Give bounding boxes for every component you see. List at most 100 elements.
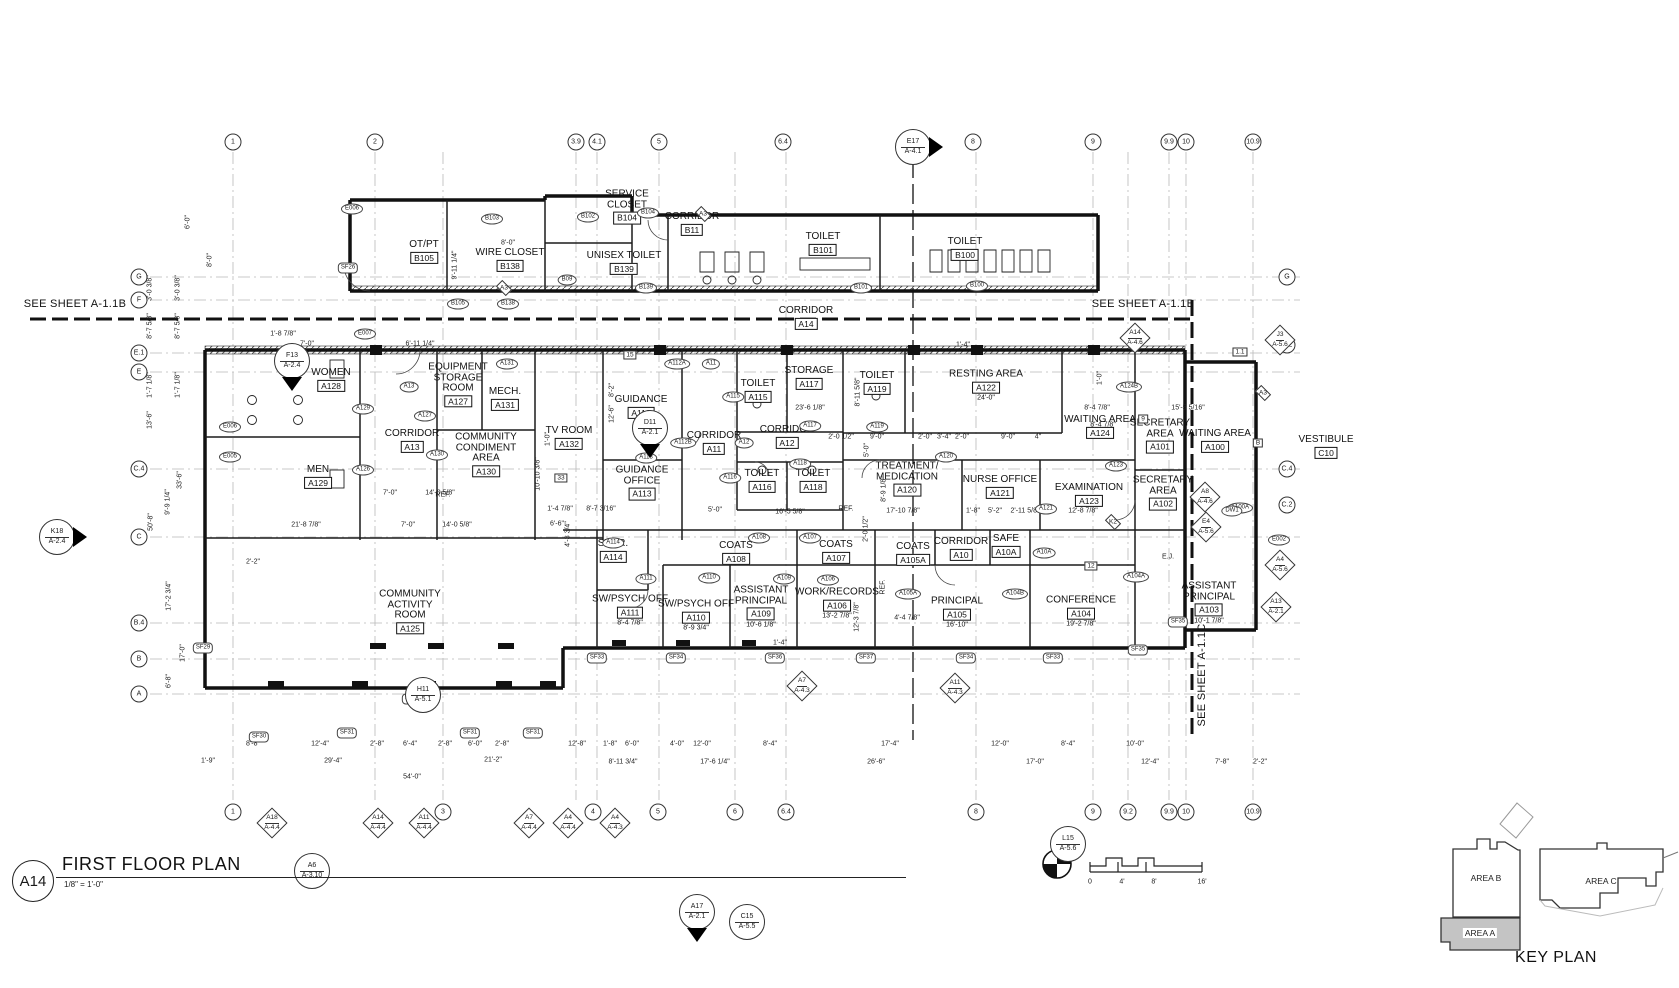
reference-tag-hex: SF33 [1042, 652, 1064, 664]
room-number-tag: A104 [1067, 607, 1095, 620]
room-name: WORK/RECORDS [795, 586, 879, 598]
drawing-title: FIRST FLOOR PLAN [62, 854, 241, 874]
room-dimension: 8'-9 3/4" [683, 624, 709, 632]
room-dimension: 13'-2 7/8" [822, 612, 852, 620]
interior-partitions [205, 200, 1185, 648]
view-direction-arrow-icon [687, 928, 707, 942]
room-number-tag: B101 [809, 243, 837, 257]
room-number-tag: A127 [444, 395, 472, 408]
dimension-label: 4" [1034, 433, 1042, 441]
grid-bubble: B [130, 650, 148, 668]
room-number-tag: B100 [951, 248, 979, 262]
scalebar-tick: 4' [1119, 878, 1125, 886]
room-name: TOILET [805, 230, 841, 242]
room-number-tag: A118 [799, 480, 827, 494]
view-direction-arrow-icon [929, 137, 943, 157]
dimension-label: 5'-0" [708, 506, 722, 514]
marker-top-label: F13 [279, 352, 305, 362]
dimension-label: 17'-4" [881, 740, 899, 748]
reference-tag-hex: SF34 [665, 652, 687, 664]
scalebar-tick: 0 [1088, 878, 1092, 886]
room-name: COATS [819, 538, 853, 550]
room-number-tag: A123 [1075, 494, 1103, 508]
tag-text: A3 [699, 210, 707, 218]
dimension-label: 17'-0" [1026, 758, 1044, 766]
grid-bubble: 9 [1084, 803, 1102, 821]
dimension-label: 3'-0 3/8" [174, 275, 182, 301]
dimension-label: 6'-8" [165, 674, 173, 688]
reference-tag-oval: E006 [218, 421, 242, 433]
room-name: TOILET [859, 369, 895, 381]
dimension-label: 16'-5 5/8" [775, 508, 805, 516]
reference-tag-oval: E007 [353, 328, 377, 340]
grid-bubble: 6.4 [777, 803, 795, 821]
room-number-tag: A109 [747, 607, 775, 621]
marker-bottom-label: A-5.6 [1059, 844, 1077, 852]
room-name: SAFE [992, 532, 1020, 544]
dimension-label: 3'-0 3/8" [146, 275, 154, 301]
reference-tag-hex: SF26 [337, 262, 359, 274]
room-name: SW/PSYCH OFF [657, 598, 735, 610]
grid-bubble: 10 [1177, 133, 1195, 151]
room-number-tag: A101 [1146, 440, 1174, 454]
room-name: CORRIDOR [384, 427, 440, 439]
room-number-tag: B105 [410, 251, 438, 265]
grid-bubble: 9.2 [1119, 803, 1137, 821]
dimension-label: 10'-10 3/8" [534, 457, 542, 491]
marker-bottom-label: A-2.4 [283, 361, 301, 369]
reference-tag-oval: B104 [636, 207, 660, 219]
grid-bubble: 9.9 [1160, 803, 1178, 821]
reference-tag-oval: A106 [816, 574, 840, 586]
door-arcs [343, 219, 1136, 609]
marker-bottom-label: A-5.1 [414, 695, 432, 703]
room-number-tag: A119 [863, 382, 891, 396]
reference-tag-oval: B103 [480, 213, 504, 225]
dimension-label: 1'-7 1/8" [174, 372, 182, 398]
room-number-tag: A116 [748, 480, 776, 494]
reference-tag-oval: A110 [698, 572, 720, 584]
room-name: PRINCIPAL [930, 595, 984, 607]
room-dimension: 10'-1 7/8" [1194, 617, 1224, 625]
room-number-tag: B104 [613, 211, 641, 225]
dimension-label: 54'-0" [403, 773, 421, 781]
grid-bubble: G [1278, 268, 1296, 286]
dimension-label: 3'-4" [937, 433, 951, 441]
room-name: TOILET [795, 467, 831, 479]
room-number-tag: A14 [794, 317, 818, 331]
marker-bottom-label: A-4.1 [904, 147, 922, 155]
room-number-tag: A10A [991, 545, 1021, 559]
grid-bubble: 10.9 [1244, 803, 1262, 821]
view-direction-arrow-icon [640, 444, 660, 458]
reference-tag-oval: A111 [635, 573, 657, 585]
dimension-label: 4'-4 7/8" [894, 614, 920, 622]
room-dimension: 16'-10" [946, 621, 968, 629]
room-name: ASSISTANT PRINCIPAL [733, 584, 789, 606]
reference-tag-oval: A105A [894, 588, 922, 600]
grid-bubble: C.2 [1278, 496, 1296, 514]
room-number-tag: C10 [1314, 446, 1338, 460]
grid-bubble: 2 [366, 133, 384, 151]
reference-tag-oval: A12 [734, 437, 754, 449]
